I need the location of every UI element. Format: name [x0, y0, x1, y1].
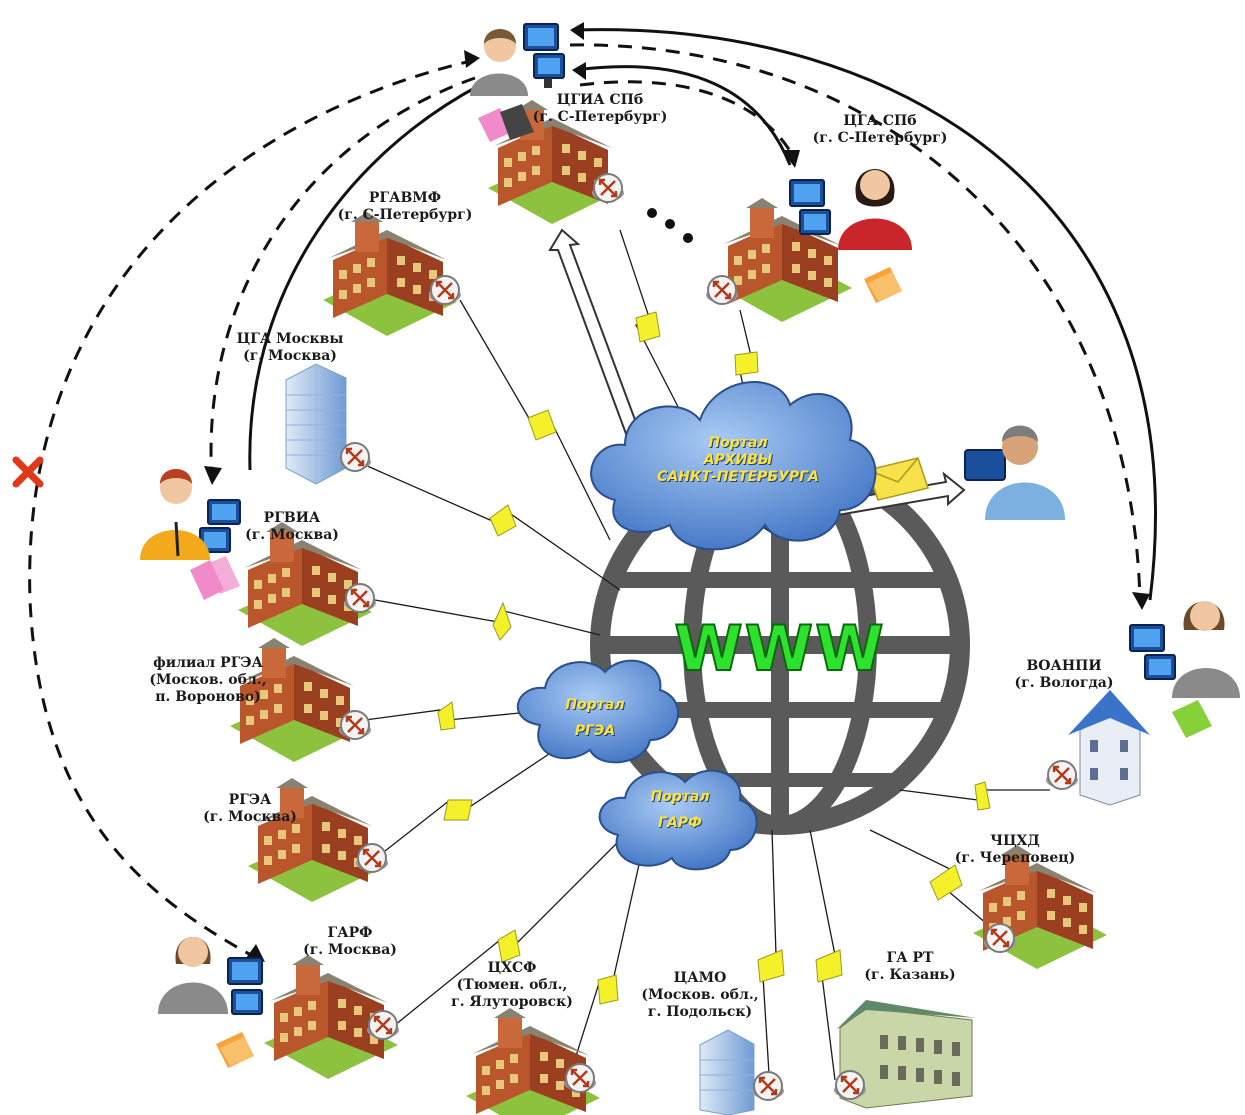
rgea-place: (г. Москва)	[203, 809, 297, 825]
tshsf-line3: г. Ялуторовск)	[451, 994, 573, 1010]
rgvia-label: РГВИА (г. Москва)	[245, 510, 339, 544]
portal-garf-line2: ГАРФ	[658, 815, 702, 831]
tsamo-line1: ЦАМО	[673, 970, 727, 986]
lightning-bolts	[437, 311, 991, 1005]
rgea-branch-line1: филиал РГЭА	[153, 655, 263, 671]
tshd-router-icon	[982, 922, 1018, 954]
tsga-spb-label: ЦГА СПб (г. С-Петербург)	[813, 113, 948, 147]
rgvia-place: (г. Москва)	[245, 527, 339, 543]
portal-rgea-label[interactable]: Портал РГЭА	[565, 692, 624, 744]
researcher-top-folders-icon	[478, 104, 534, 142]
garf-place: (г. Москва)	[303, 942, 397, 958]
tsgia-place: (г. С-Петербург)	[532, 109, 668, 125]
tsga-msk-place: (г. Москва)	[243, 348, 337, 364]
tsgia-name: ЦГИА СПб	[556, 92, 644, 108]
voanpi-place: (г. Вологда)	[1014, 675, 1114, 691]
tsgia-label: ЦГИА СПб (г. С-Петербург)	[533, 92, 668, 126]
tsga-msk-router-icon	[337, 441, 373, 473]
tshd-label: ЧЦХД (г. Череповец)	[955, 833, 1076, 867]
tsga-msk-name: ЦГА Москвы	[236, 331, 344, 347]
portal-rgea-line2: РГЭА	[574, 723, 616, 739]
tsamo-line3: г. Подольск)	[647, 1004, 753, 1020]
voanpi-router-icon	[1044, 759, 1080, 791]
garf-name: ГАРФ	[327, 925, 373, 941]
portal-spb-line1: Портал	[708, 435, 768, 451]
remote-user-icon	[964, 425, 1065, 520]
portal-spb-line2: АРХИВЫ	[703, 452, 773, 468]
rgea-label: РГЭА (г. Москва)	[203, 792, 297, 826]
continuation-dots	[647, 208, 693, 243]
portal-spb-cloud	[590, 381, 877, 551]
tsga-spb-router-icon	[704, 274, 740, 306]
rgvia-router-icon	[342, 582, 378, 614]
voanpi-label: ВОАНПИ (г. Вологда)	[1015, 658, 1114, 692]
rgavmf-name: РГАВМФ	[368, 190, 442, 206]
tshsf-label: ЦХСФ (Тюмен. обл., г. Ялуторовск)	[451, 960, 573, 1011]
blocked-x-icon	[12, 456, 44, 488]
tsga-msk-tower	[285, 363, 347, 485]
archivist-rgvia-icon	[140, 469, 241, 560]
archivist-voanpi-folder-icon	[1172, 700, 1212, 738]
rgvia-name: РГВИА	[263, 510, 321, 526]
tshd-name: ЧЦХД	[990, 833, 1040, 849]
ga-rt-label: ГА РТ (г. Казань)	[864, 950, 955, 984]
rgea-router-icon	[354, 842, 390, 874]
ga-rt-name: ГА РТ	[886, 950, 934, 966]
garf-label: ГАРФ (г. Москва)	[303, 925, 397, 959]
archivist-voanpi-icon	[1129, 601, 1240, 698]
rgea-name: РГЭА	[228, 792, 272, 808]
tsamo-line2: (Москов. обл.,	[641, 987, 759, 1003]
globe-label: WWW	[673, 611, 886, 686]
portal-garf-line1: Портал	[650, 789, 710, 805]
portal-garf-cloud	[598, 769, 758, 871]
voanpi-name: ВОАНПИ	[1026, 658, 1102, 674]
envelope-icon	[867, 457, 929, 501]
tshsf-line1: ЦХСФ	[487, 960, 537, 976]
tshsf-line2: (Тюмен. обл.,	[456, 977, 568, 993]
portal-garf-label[interactable]: Портал ГАРФ	[650, 784, 709, 836]
tsga-spb-name: ЦГА СПб	[843, 113, 917, 129]
garf-router-icon	[365, 1009, 401, 1041]
interaction-arcs	[28, 28, 1157, 962]
portal-spb-line3: САНКТ-ПЕТЕРБУРГА	[657, 469, 819, 485]
archivist-garf-icon	[158, 937, 263, 1015]
portal-spb-label[interactable]: Портал АРХИВЫ САНКТ-ПЕТЕРБУРГА	[657, 435, 819, 486]
ga-rt-router-icon	[832, 1069, 868, 1101]
rgea-branch-router-icon	[337, 709, 373, 741]
rgea-branch-line3: п. Вороново)	[155, 689, 261, 705]
ga-rt-place: (г. Казань)	[864, 967, 956, 983]
tsamo-router-icon	[750, 1070, 786, 1102]
rgavmf-router-icon	[427, 274, 463, 306]
rgavmf-building	[323, 212, 457, 336]
tshsf-building	[466, 1008, 600, 1115]
rgavmf-place: (г. С-Петербург)	[337, 207, 473, 223]
tsga-msk-label: ЦГА Москвы (г. Москва)	[237, 331, 344, 365]
rgea-branch-line2: (Москов. обл.,	[149, 672, 267, 688]
rgavmf-label: РГАВМФ (г. С-Петербург)	[338, 190, 473, 224]
portal-rgea-cloud	[516, 659, 679, 764]
tsamo-tower	[699, 1029, 755, 1115]
tsga-spb-building	[718, 198, 852, 322]
ga-rt-palace	[836, 1000, 976, 1109]
archivist-rgvia-folders-icon	[190, 556, 240, 600]
tsga-spb-place: (г. С-Петербург)	[812, 130, 948, 146]
researcher-top-icon	[469, 23, 565, 97]
tsgia-router-icon	[590, 172, 626, 204]
tsamo-label: ЦАМО (Москов. обл., г. Подольск)	[641, 970, 758, 1021]
rgea-branch-label: филиал РГЭА (Москов. обл., п. Вороново)	[149, 655, 266, 706]
arrowheads	[204, 22, 1150, 962]
portal-rgea-line1: Портал	[565, 697, 625, 713]
archivist-spb-icon	[789, 169, 912, 250]
tshd-place: (г. Череповец)	[954, 850, 1076, 866]
tshsf-router-icon	[562, 1062, 598, 1094]
archivist-garf-folder-icon	[216, 1032, 254, 1068]
voanpi-house	[1068, 690, 1150, 806]
archivist-spb-folder-icon	[864, 267, 902, 303]
